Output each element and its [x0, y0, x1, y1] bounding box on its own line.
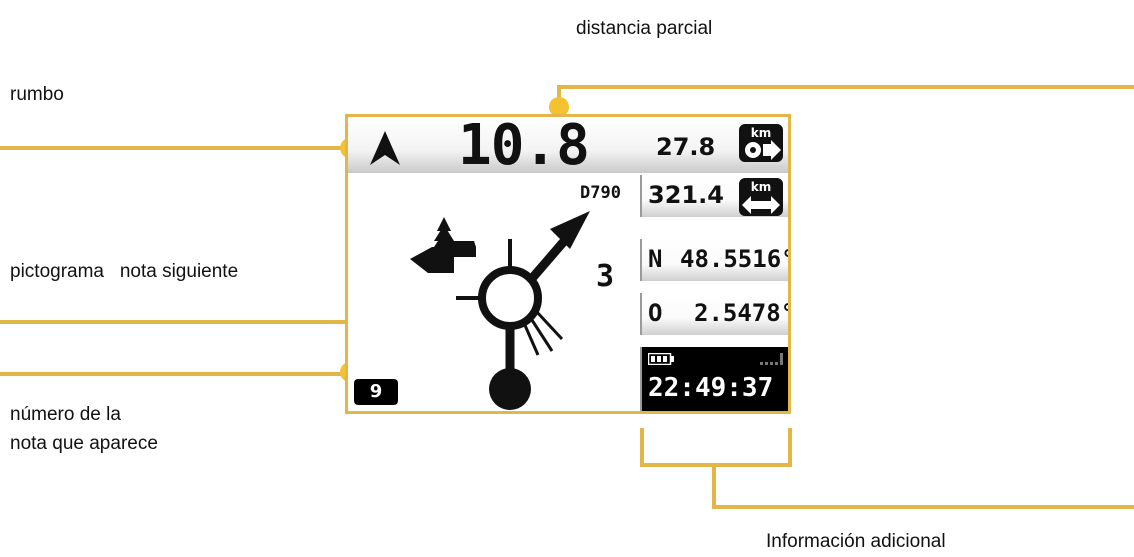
label-note-number-line1: número de la	[10, 404, 121, 425]
partial-distance-leader	[557, 85, 1134, 107]
km-total-icon: km	[739, 178, 783, 216]
heading-arrow-icon	[370, 131, 400, 165]
label-note-number-line2: nota que aparece	[10, 433, 158, 454]
info-bracket	[640, 428, 1134, 509]
partial-distance-value: 10.8	[458, 114, 590, 178]
battery-icon	[648, 353, 674, 365]
label-next-note-pictogram: pictograma nota siguiente	[10, 261, 239, 282]
right-panel: 321.4 km N 48.5516° O 2.5478°	[640, 175, 788, 411]
total-distance-value: 321.4	[648, 181, 724, 209]
longitude-row: O 2.5478°	[640, 293, 788, 335]
roundabout-tulip-icon	[456, 211, 590, 410]
latitude-prefix: N	[648, 245, 663, 273]
latitude-row: N 48.5516°	[640, 239, 788, 281]
svg-text:km: km	[751, 126, 771, 140]
longitude-prefix: O	[648, 299, 663, 327]
partial-distance-marker	[549, 97, 569, 117]
latitude-value: 48.5516°	[680, 245, 791, 273]
label-additional-info: Información adicional	[766, 531, 946, 552]
partial-distance-secondary-value: 27.8	[656, 133, 716, 161]
note-number-badge: 9	[354, 379, 398, 405]
total-distance-row: 321.4 km	[640, 175, 788, 217]
svg-text:km: km	[751, 180, 771, 194]
exit-number: 3	[596, 259, 615, 294]
info-box: 22:49:37	[640, 347, 788, 411]
device-screen: 10.8 27.8 km 321.4 km N 48.5516° O 2.547…	[345, 114, 791, 414]
longitude-value: 2.5478°	[694, 299, 791, 327]
clock: 22:49:37	[648, 373, 774, 403]
top-bar: 10.8 27.8 km	[348, 117, 788, 178]
km-odometer-icon: km	[739, 124, 783, 162]
signal-icon	[760, 353, 783, 365]
forest-pictogram-icon	[410, 217, 476, 273]
road-code: D790	[580, 183, 621, 203]
label-partial-distance: distancia parcial	[576, 18, 713, 39]
label-heading: rumbo	[10, 84, 64, 105]
